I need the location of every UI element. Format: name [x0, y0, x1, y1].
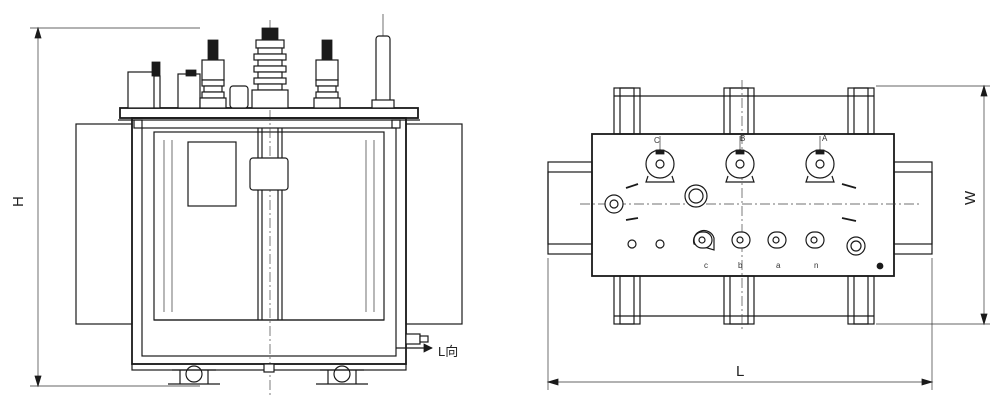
radiator-bottom-left	[613, 275, 641, 325]
hv-terminal-a	[805, 136, 835, 183]
lv-label-n: n	[814, 261, 818, 270]
radiator-left	[75, 123, 133, 325]
radiator-right	[893, 161, 933, 255]
top-cover	[119, 107, 419, 119]
nameplate	[187, 141, 237, 207]
width-dimension: W	[876, 84, 990, 326]
hv-bushing-center	[251, 27, 289, 109]
length-dimension: L	[546, 258, 934, 390]
breather-top	[846, 236, 866, 256]
lv-label-c: c	[704, 261, 708, 270]
top-cover	[591, 133, 895, 277]
breather	[371, 14, 395, 109]
lv-bushing-left	[199, 39, 227, 109]
radiator-right	[405, 123, 463, 325]
radiator-bottom-right	[847, 275, 875, 325]
filler-cap	[684, 184, 708, 208]
drain-valve	[396, 333, 433, 353]
radiator-top-left	[613, 87, 641, 135]
tank-body	[131, 117, 407, 365]
lv-terminal-a	[767, 231, 787, 249]
pressure-gauge	[604, 194, 624, 214]
radiator-left	[547, 161, 593, 255]
wheel-right	[316, 365, 368, 385]
radiator-top-right	[847, 87, 875, 135]
front-view: H	[10, 14, 463, 395]
radiator-top-mid	[723, 87, 755, 135]
lv-terminal-c	[692, 229, 715, 251]
direction-label: L向	[438, 344, 458, 359]
height-label: H	[10, 196, 27, 207]
width-label: W	[962, 190, 979, 205]
top-view: C B A	[546, 80, 990, 390]
lv-bushing-right	[313, 39, 341, 109]
hv-terminal-b	[725, 136, 755, 183]
wheel-left	[168, 365, 220, 385]
hv-label-a: A	[822, 134, 828, 143]
length-label: L	[736, 363, 744, 380]
lv-label-b: b	[738, 261, 743, 270]
hv-label-c: C	[654, 136, 660, 145]
junction-box	[249, 157, 289, 191]
lv-label-a: a	[776, 261, 781, 270]
lv-terminal-n	[805, 231, 825, 249]
radiator-bottom-mid	[723, 275, 755, 325]
hv-label-b: B	[740, 134, 745, 143]
height-dimension: H	[10, 26, 200, 388]
lv-terminal-b	[731, 231, 751, 249]
hv-terminal-c	[645, 136, 675, 183]
oil-gauge	[127, 61, 161, 109]
